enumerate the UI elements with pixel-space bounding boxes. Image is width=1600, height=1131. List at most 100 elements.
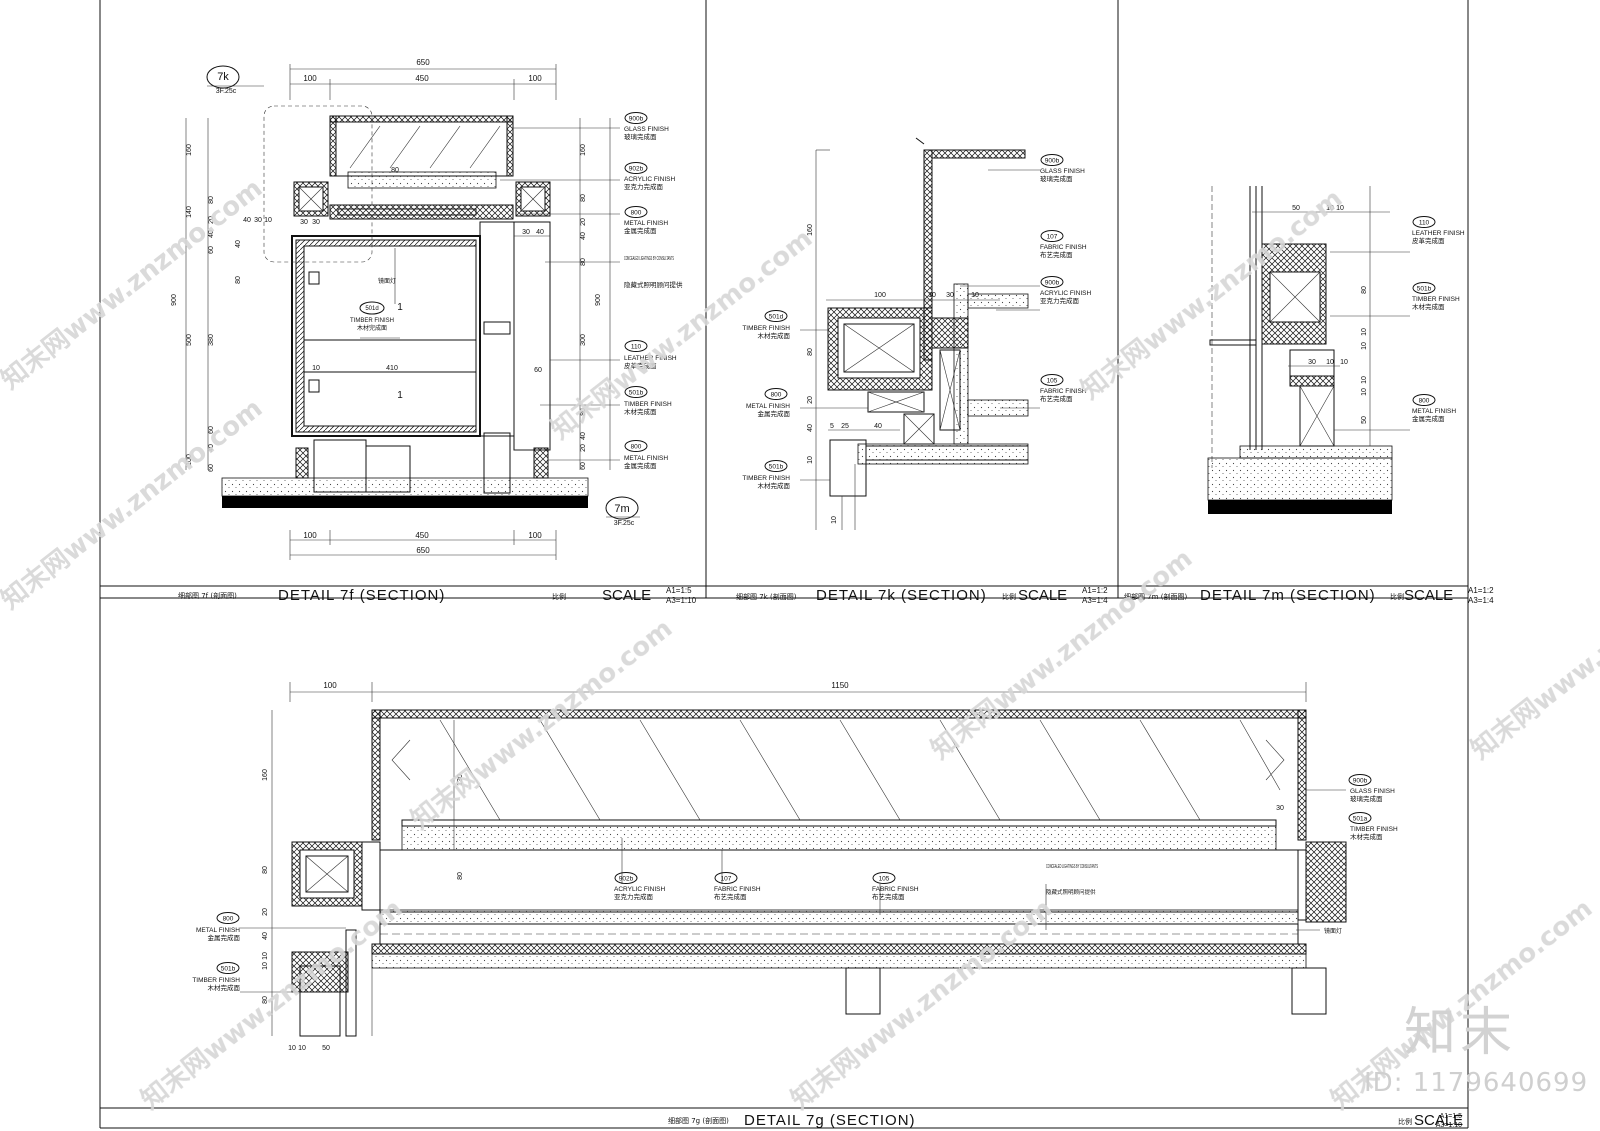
watermark-9: 知末网www.znzmo.com [786, 893, 1058, 1115]
svg-text:80: 80 [580, 258, 587, 266]
svg-text:80: 80 [262, 866, 269, 874]
right-tag-cn-7g: 镜面灯 [1324, 927, 1342, 935]
svg-text:160: 160 [580, 144, 587, 156]
inner-label-cn: 镜面灯 [378, 277, 396, 285]
dim-bottom-3: 100 [528, 531, 542, 540]
svg-text:80: 80 [1361, 286, 1368, 294]
svg-text:5: 5 [830, 423, 834, 430]
callout-7k-501d: 501d TIMBER FINISH 木材完成面 [742, 310, 791, 340]
detail-7k [800, 137, 1040, 530]
svg-text:10: 10 [264, 217, 272, 224]
svg-text:160: 160 [262, 769, 269, 781]
svg-text:900b: 900b [1045, 280, 1060, 287]
svg-text:GLASS FINISH: GLASS FINISH [1040, 168, 1085, 175]
svg-text:800: 800 [631, 444, 642, 451]
dims-right-7f: 160 80 30 40 20 40 80 300 900 60 80 40 2… [522, 144, 602, 470]
svg-text:10: 10 [928, 292, 936, 299]
svg-text:木材完成面: 木材完成面 [357, 324, 387, 332]
ratio-a3-7g: A3=1:10 [1436, 1122, 1462, 1129]
svg-text:10: 10 [971, 292, 979, 299]
brand-logo: 知末 [1404, 1003, 1517, 1063]
title-7f: DETAIL 7f (SECTION) [278, 587, 445, 604]
detail-7f [185, 64, 640, 560]
title-cn-7g: 细部图 7g (剖面图) [668, 1116, 729, 1125]
watermark-1: 知末网www.znzmo.com [0, 173, 268, 395]
inner-dims-7f: 80 410 10 30 30 40 80 1 1 [235, 167, 403, 401]
scale-7k: SCALE [1018, 587, 1067, 604]
svg-text:40: 40 [536, 229, 544, 236]
scale-cn-7g: 比例 [1398, 1117, 1412, 1126]
dims-top-7f [289, 64, 557, 100]
svg-text:110: 110 [1419, 220, 1430, 227]
ratio-a3-7k: A3=1:4 [1082, 596, 1108, 605]
svg-text:木材完成面: 木材完成面 [758, 481, 791, 490]
svg-text:30: 30 [946, 292, 954, 299]
ratio-a1-7k: A1=1:2 [1082, 586, 1108, 595]
svg-text:金属完成面: 金属完成面 [758, 409, 791, 418]
dim-top-2: 450 [415, 74, 429, 83]
svg-text:METAL FINISH: METAL FINISH [196, 927, 240, 934]
svg-text:玻璃完成面: 玻璃完成面 [624, 132, 657, 141]
svg-text:20: 20 [262, 908, 269, 916]
svg-text:FABRIC FINISH: FABRIC FINISH [1040, 388, 1087, 395]
svg-text:GLASS FINISH: GLASS FINISH [624, 126, 669, 133]
ratio-a1-7m: A1=1:2 [1468, 586, 1494, 595]
scale-cn-7m: 比例 [1390, 592, 1404, 601]
svg-text:501a: 501a [1353, 816, 1368, 823]
svg-text:501b: 501b [769, 464, 784, 471]
svg-text:160: 160 [186, 144, 193, 156]
svg-text:105: 105 [879, 876, 890, 883]
id-label: ID: 1179640699 [1364, 1068, 1589, 1098]
svg-text:METAL FINISH: METAL FINISH [1412, 408, 1456, 415]
callout-7g-900b: 900b GLASS FINISH 玻璃完成面 [1348, 774, 1395, 803]
svg-text:10: 10 [298, 1045, 306, 1052]
svg-text:TIMBER FINISH: TIMBER FINISH [742, 475, 790, 482]
svg-text:60: 60 [208, 246, 215, 254]
svg-text:LEATHER FINISH: LEATHER FINISH [624, 355, 677, 362]
scale-7f: SCALE [602, 587, 651, 604]
callout-902b: 902b ACRYLIC FINISH 亚克力完成面 [624, 162, 675, 191]
bubble-7k-ref: 3F.25c [216, 88, 237, 95]
labels-7m: 50 10 10 80 10 10 30 10 10 10 10 50 110 … [1124, 205, 1494, 605]
svg-text:20: 20 [208, 216, 215, 224]
dim-bottom-total: 650 [416, 546, 430, 555]
callout-800-bottom: 800 METAL FINISH 金属完成面 [624, 440, 668, 470]
svg-text:布艺完成面: 布艺完成面 [1040, 394, 1073, 403]
svg-text:40: 40 [580, 432, 587, 440]
svg-text:TIMBER FINISH: TIMBER FINISH [350, 318, 394, 324]
title-block-7k: 细部图 7k (剖面图) DETAIL 7k (SECTION) 比例 SCAL… [736, 586, 1108, 605]
title-7g: DETAIL 7g (SECTION) [744, 1112, 916, 1129]
svg-text:900: 900 [171, 294, 178, 306]
callout-7g-501b: 501b TIMBER FINISH 木材完成面 [192, 962, 241, 992]
svg-text:80: 80 [262, 996, 269, 1004]
sheet-frame [99, 0, 1469, 1129]
callout-7g-107: 107 FABRIC FINISH 布艺完成面 [714, 872, 761, 901]
svg-text:ACRYLIC FINISH: ACRYLIC FINISH [1040, 290, 1091, 297]
callout-7k-105: 105 FABRIC FINISH 布艺完成面 [1040, 374, 1087, 403]
svg-text:100: 100 [323, 681, 337, 690]
svg-text:20: 20 [807, 396, 814, 404]
svg-text:LEATHER FINISH: LEATHER FINISH [1412, 230, 1465, 237]
svg-text:380: 380 [208, 334, 215, 346]
svg-text:GLASS FINISH: GLASS FINISH [1350, 788, 1395, 795]
callout-7k-501b: 501b TIMBER FINISH 木材完成面 [742, 460, 791, 490]
svg-text:皮革完成面: 皮革完成面 [1412, 236, 1445, 245]
svg-text:80: 80 [235, 276, 242, 284]
svg-text:80: 80 [580, 194, 587, 202]
svg-text:30: 30 [1308, 359, 1316, 366]
svg-text:50: 50 [1292, 205, 1300, 212]
svg-text:160: 160 [807, 224, 814, 236]
svg-text:60: 60 [534, 367, 542, 374]
svg-text:800: 800 [223, 916, 234, 923]
svg-text:80: 80 [580, 408, 587, 416]
svg-text:800: 800 [771, 392, 782, 399]
svg-text:10: 10 [262, 952, 269, 960]
callout-concealed: CONCEALED LIGHTINGS BY CONSULTANTS 隐藏式照明… [624, 256, 683, 289]
svg-text:900b: 900b [1353, 778, 1368, 785]
svg-text:10: 10 [1361, 388, 1368, 396]
svg-text:木材完成面: 木材完成面 [1412, 302, 1445, 311]
callout-7g-902b: 902b ACRYLIC FINISH 亚克力完成面 [614, 872, 665, 901]
svg-text:10: 10 [1361, 376, 1368, 384]
svg-text:80: 80 [807, 348, 814, 356]
svg-text:501b: 501b [629, 390, 644, 397]
